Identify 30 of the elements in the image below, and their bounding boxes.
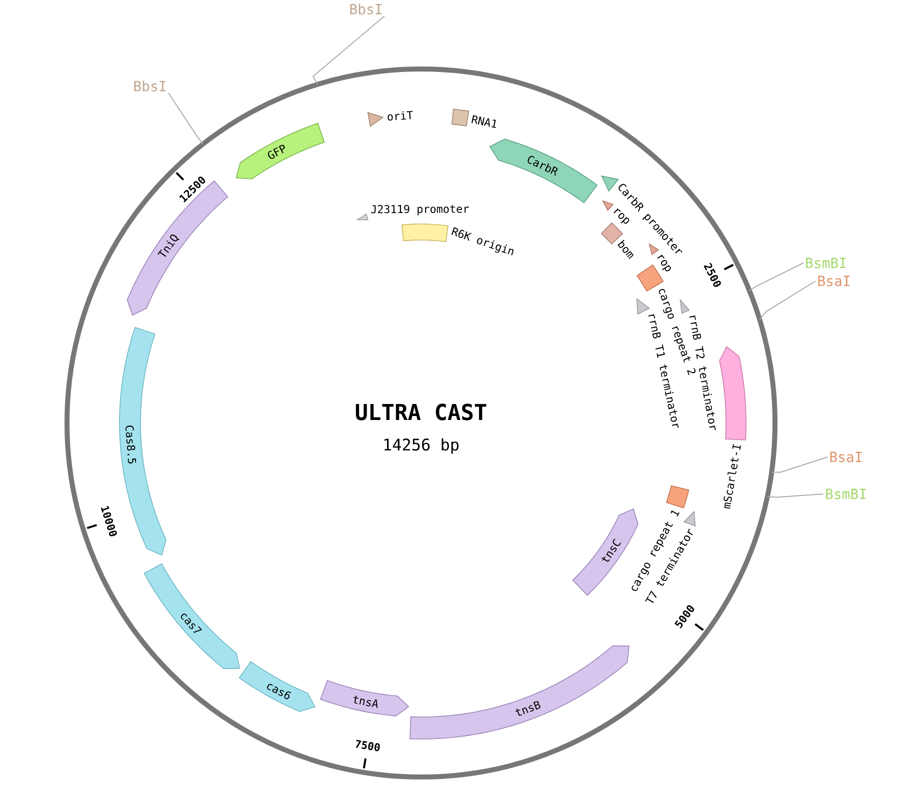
tick-label: 7500 xyxy=(356,740,380,752)
feature-box xyxy=(402,224,448,242)
feature-label: mScarlet-I xyxy=(724,444,741,509)
leader-line xyxy=(312,16,385,85)
feature-box xyxy=(666,485,690,508)
leader-line xyxy=(759,280,816,320)
restriction-site-label: BbsI xyxy=(350,4,382,14)
leader-line xyxy=(168,92,204,145)
gene-feature xyxy=(719,346,746,440)
restriction-site-label: BsmBI xyxy=(826,488,866,500)
gene-feature: cas6 xyxy=(238,661,316,712)
feature-label: oriT xyxy=(388,110,413,121)
feature-label: J23119 promoter xyxy=(371,204,469,216)
restriction-site-label: BbsI xyxy=(134,80,166,92)
feature-label: R6K origin xyxy=(451,227,514,256)
gene-feature: tnsB xyxy=(410,645,630,740)
leader-line xyxy=(748,262,804,291)
gene-feature: GFP xyxy=(236,122,325,180)
restriction-site-label: BsmBI xyxy=(806,258,846,268)
leader-line xyxy=(766,494,824,498)
feature-label: rop xyxy=(657,254,671,272)
restriction-site-label: BsaI xyxy=(818,276,850,286)
gene-feature: Cas8.5 xyxy=(119,326,166,556)
plasmid-name: ULTRA CAST xyxy=(356,404,486,420)
leader-line xyxy=(771,456,828,473)
tick-label: 2500 xyxy=(704,262,721,287)
plasmid-length: 14256 bp xyxy=(384,438,459,454)
restriction-site-label: BsaI xyxy=(830,452,862,462)
plasmid-backbone xyxy=(64,66,778,780)
feature-label: RNA1 xyxy=(472,115,496,128)
